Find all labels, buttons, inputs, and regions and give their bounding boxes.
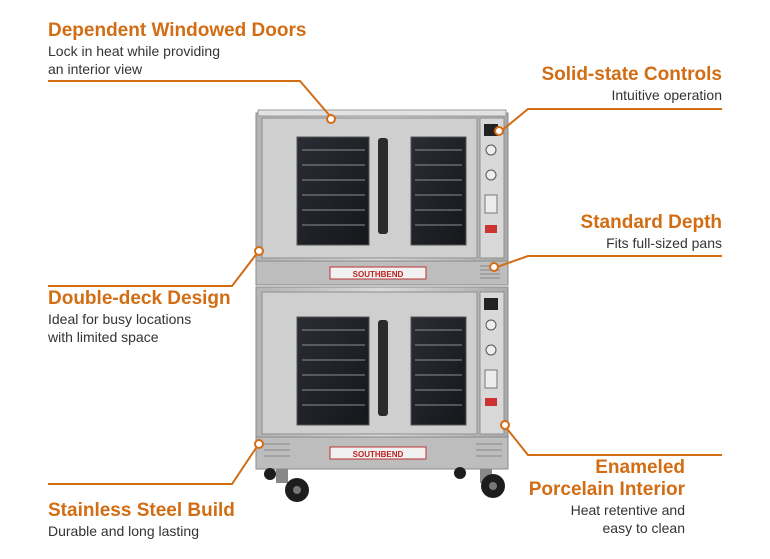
callout-title-line: Porcelain Interior [528,479,685,500]
callout-desc-line: Lock in heat while providing [48,43,220,59]
callout-title: Stainless Steel Build [48,500,235,521]
callout-solid-state-controls: Solid-state Controls Intuitive operation [541,64,722,104]
callout-title-line: Enameled [595,457,685,478]
callout-title: Double-deck Design [48,288,231,309]
lower-oven-logo: SOUTHBEND [353,450,404,459]
callout-desc-line: Ideal for busy locations [48,311,192,327]
callout-windowed-doors: Dependent Windowed Doors Lock in heat wh… [48,20,306,78]
callout-double-deck: Double-deck Design Ideal for busy locati… [48,288,231,346]
callout-standard-depth: Standard Depth Fits full-sized pans [581,212,722,252]
callout-title: Standard Depth [580,212,722,233]
casters [264,467,505,502]
callout-desc-line: easy to clean [602,520,686,536]
callout-desc-line: an interior view [48,61,143,77]
leader-lines [48,80,722,485]
callout-desc-line: Durable and long lasting [48,523,199,539]
lower-oven: SOUTHBEND [255,286,509,470]
callout-desc-line: Heat retentive and [570,502,685,518]
leader-dots [254,114,510,449]
callout-desc-line: Fits full-sized pans [606,235,722,251]
callout-title: Solid-state Controls [541,64,722,85]
upper-oven: SOUTHBEND [255,109,509,286]
callout-enameled-interior: Enameled Porcelain Interior Heat retenti… [529,457,685,537]
callout-desc-line: Intuitive operation [611,87,722,103]
callout-title: Dependent Windowed Doors [48,20,307,41]
callout-stainless-build: Stainless Steel Build Durable and long l… [48,500,235,540]
upper-oven-logo: SOUTHBEND [353,270,404,279]
callout-desc-line: with limited space [48,329,159,345]
